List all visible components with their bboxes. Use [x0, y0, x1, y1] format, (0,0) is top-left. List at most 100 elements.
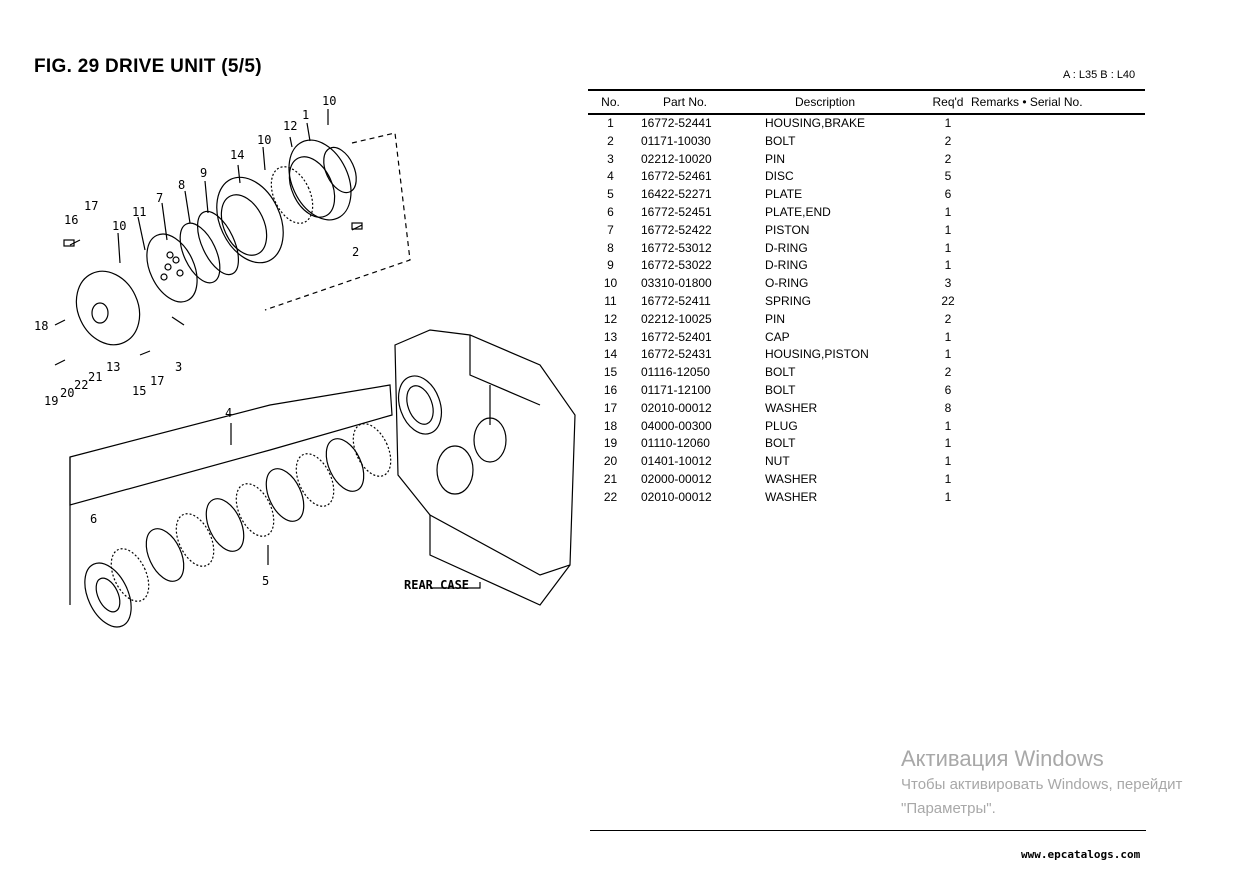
row-part-no: 16772-52461: [641, 169, 712, 184]
row-reqd: 1: [944, 204, 952, 219]
row-description: BOLT: [765, 382, 796, 397]
row-no: 20: [603, 454, 618, 469]
row-description: BOLT: [765, 133, 796, 148]
row-description: PISTON: [765, 222, 810, 237]
row-remarks: [971, 275, 1145, 293]
callout-20: 20: [60, 386, 74, 400]
row-reqd: 6: [944, 382, 952, 397]
row-part-no: 16772-52431: [641, 347, 712, 362]
row-part-no: 16772-52422: [641, 222, 712, 237]
row-remarks: [971, 418, 1145, 436]
row-remarks: [971, 329, 1145, 347]
row-remarks: [971, 346, 1145, 364]
exploded-diagram: 10 12 1 10 14 9 8 7 11 10 17 16 2 18 3 1…: [0, 85, 585, 645]
row-description: D-RING: [765, 258, 808, 273]
row-reqd: 22: [941, 293, 955, 308]
row-description: D-RING: [765, 240, 808, 255]
row-no: 9: [607, 258, 614, 273]
row-part-no: 04000-00300: [641, 418, 712, 433]
row-reqd: 1: [944, 471, 952, 486]
row-part-no: 16772-52411: [641, 293, 711, 308]
col-header-remarks: Remarks • Serial No.: [971, 89, 1145, 115]
row-remarks: [971, 168, 1145, 186]
row-reqd: 1: [944, 418, 952, 433]
row-no: 15: [603, 365, 618, 380]
col-header-no: No.: [588, 89, 633, 115]
row-no: 2: [607, 133, 614, 148]
row-remarks: [971, 364, 1145, 382]
row-no: 18: [603, 418, 618, 433]
table-header-row: No. Part No. Description Req'd Remarks •…: [588, 89, 1145, 115]
row-reqd: 1: [944, 454, 952, 469]
callout-3: 3: [175, 360, 182, 374]
row-no: 12: [603, 311, 618, 326]
callout-17: 17: [84, 199, 98, 213]
callout-5: 5: [262, 574, 269, 588]
callout-21: 21: [88, 370, 102, 384]
bottom-rule: [590, 830, 1146, 831]
row-description: WASHER: [765, 471, 818, 486]
table-row: 20 01401-10012 NUT 1: [588, 453, 1145, 471]
row-part-no: 02000-00012: [641, 471, 712, 486]
row-no: 13: [603, 329, 618, 344]
row-description: DISC: [765, 169, 794, 184]
row-remarks: [971, 311, 1145, 329]
row-remarks: [971, 400, 1145, 418]
row-description: NUT: [765, 454, 790, 469]
row-part-no: 01110-12060: [641, 436, 710, 451]
figure-title: FIG. 29 DRIVE UNIT (5/5): [34, 56, 262, 77]
row-remarks: [971, 151, 1145, 169]
row-part-no: 16772-52451: [641, 204, 712, 219]
drive-unit-drawing: 10 12 1 10 14 9 8 7 11 10 17 16 2 18 3 1…: [34, 94, 576, 628]
watermark-title: Активация Windows: [901, 746, 1104, 771]
table-row: 13 16772-52401 CAP 1: [588, 329, 1145, 347]
callout-1: 1: [302, 108, 309, 122]
callout-6: 6: [90, 512, 97, 526]
row-reqd: 1: [944, 329, 952, 344]
row-description: BOLT: [765, 365, 796, 380]
row-reqd: 1: [944, 436, 952, 451]
row-reqd: 3: [944, 276, 952, 291]
row-description: SPRING: [765, 293, 812, 308]
row-reqd: 2: [944, 311, 952, 326]
row-part-no: 02010-00012: [641, 400, 712, 415]
row-description: WASHER: [765, 400, 818, 415]
row-reqd: 1: [944, 222, 952, 237]
row-part-no: 01171-10030: [641, 133, 711, 148]
watermark-line-1: Чтобы активировать Windows, перейдит: [901, 776, 1183, 793]
callout-15: 15: [132, 384, 146, 398]
callout-12: 12: [283, 119, 297, 133]
row-part-no: 16772-52401: [641, 329, 712, 344]
row-part-no: 01401-10012: [641, 454, 712, 469]
row-reqd: 1: [944, 347, 952, 362]
callout-17: 17: [150, 374, 164, 388]
callout-10: 10: [257, 133, 271, 147]
row-reqd: 2: [944, 365, 952, 380]
callout-10: 10: [322, 94, 336, 108]
row-description: PLATE,END: [765, 204, 831, 219]
row-reqd: 1: [944, 489, 952, 504]
row-part-no: 02212-10025: [641, 311, 712, 326]
row-part-no: 16772-52441: [641, 116, 712, 130]
callout-14: 14: [230, 148, 244, 162]
row-description: HOUSING,PISTON: [765, 347, 869, 362]
callout-13: 13: [106, 360, 120, 374]
row-description: BOLT: [765, 436, 796, 451]
row-part-no: 01171-12100: [641, 382, 711, 397]
row-description: CAP: [765, 329, 790, 344]
row-no: 5: [607, 187, 614, 202]
row-description: PIN: [765, 151, 786, 166]
